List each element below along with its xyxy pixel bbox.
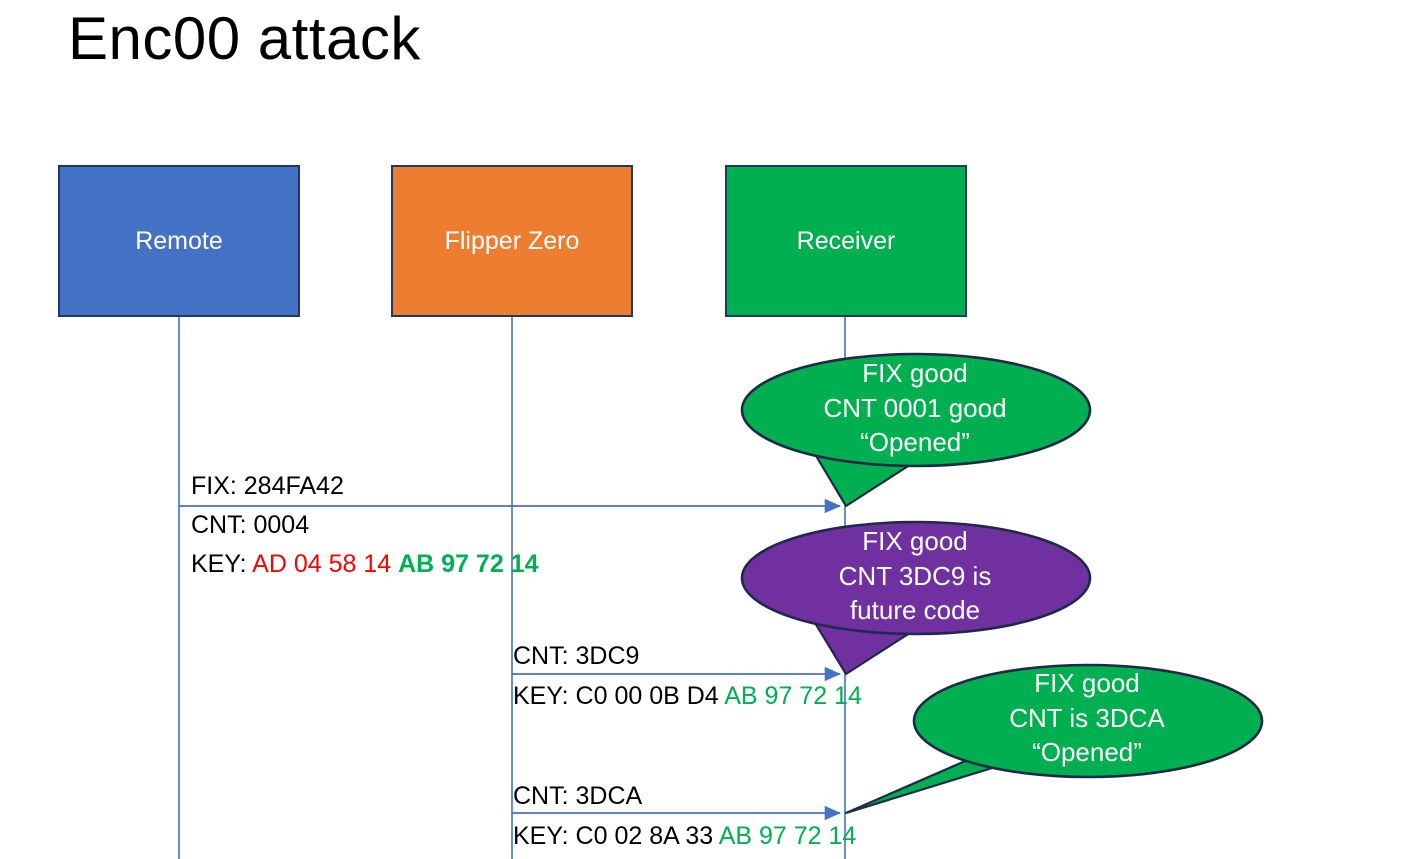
message-1-cnt-label: CNT: 0004 [191,511,310,539]
message-3-key-prefix: KEY: C0 02 8A 33 [513,822,719,850]
callout-ellipse-2 [740,520,1092,636]
actor-label-flipper: Flipper Zero [444,227,580,255]
message-2-key-label: KEY: C0 00 0B D4 AB 97 72 14 [513,681,862,712]
message-1-key-green-bytes: AB 97 72 14 [398,550,539,578]
callout-ellipse-1 [740,352,1092,468]
page-title: Enc00 attack [68,5,421,72]
message-1-fix-label: FIX: 284FA42 [191,472,344,500]
message-2-cnt-label: CNT: 3DC9 [513,642,640,670]
callout-bubble-2 [740,520,1092,676]
message-1-key-prefix: KEY: [191,550,253,578]
message-3-key-green-bytes: AB 97 72 14 [718,822,857,850]
message-2-key-prefix: KEY: C0 00 0B D4 [513,682,725,710]
message-2-key-green-bytes: AB 97 72 14 [724,682,862,710]
message-3-cnt-label: CNT: 3DCA [513,782,643,810]
callout-bubble-3 [844,663,1264,815]
message-1-key-label: KEY: AD 04 58 14 AB 97 72 14 [191,549,539,580]
actor-box-remote[interactable]: Remote [58,165,300,317]
callout-bubble-1 [740,352,1092,508]
message-3-key-label: KEY: C0 02 8A 33 AB 97 72 14 [513,821,856,852]
actor-box-flipper[interactable]: Flipper Zero [391,165,633,317]
actor-label-receiver: Receiver [796,227,896,255]
actor-box-receiver[interactable]: Receiver [725,165,967,317]
actor-label-remote: Remote [135,227,223,255]
message-1-key-red-bytes: AD 04 58 14 [252,550,392,578]
callout-ellipse-3 [912,663,1264,779]
